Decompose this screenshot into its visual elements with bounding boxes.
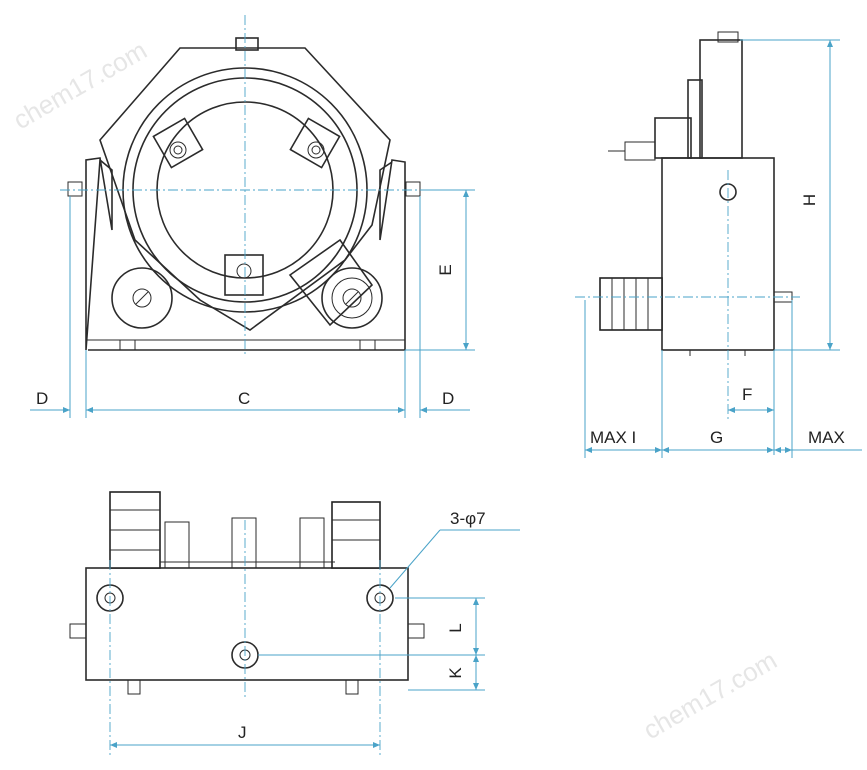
- leader-hole-callout: [389, 529, 441, 589]
- dim-label-max-right: MAX: [808, 428, 845, 447]
- side-bracket: [654, 117, 692, 159]
- front-clamp-bolt-left-inner: [173, 145, 183, 155]
- side-top-lug: [717, 31, 739, 43]
- dim-label-e: E: [436, 264, 455, 275]
- top-view: 3-φ7 J L K: [69, 491, 520, 755]
- front-left-bracket: [85, 157, 113, 351]
- front-pulley-left-slot: [135, 291, 149, 305]
- top-stud-right: [407, 623, 425, 639]
- side-mid-plate: [687, 79, 703, 159]
- dim-label-h: H: [800, 194, 819, 206]
- top-post-1: [164, 521, 190, 569]
- watermark-top-left: chem17.com: [8, 35, 152, 135]
- front-side-bolt-left: [67, 181, 83, 197]
- side-body: [661, 157, 775, 351]
- dim-label-k: K: [446, 667, 465, 679]
- side-fitting-stack: [599, 277, 663, 331]
- dim-label-d-left: D: [36, 389, 48, 408]
- dim-label-d-right: D: [442, 389, 454, 408]
- front-pulley-right-slot: [345, 291, 359, 305]
- front-pulley-left: [111, 267, 173, 329]
- hole-callout-label: 3-φ7: [450, 509, 486, 528]
- front-pulley-right-rim: [331, 277, 373, 319]
- front-clamp-block-left: [152, 117, 204, 169]
- front-pulley-left-hub: [132, 288, 152, 308]
- front-clamp-bolt-left: [169, 141, 187, 159]
- front-top-lug: [235, 37, 259, 51]
- dim-label-f: F: [742, 385, 752, 404]
- side-view: H F MAX I G MAX: [575, 31, 862, 458]
- side-upper-block: [699, 39, 743, 159]
- dim-label-g: G: [710, 428, 723, 447]
- top-stud-left: [69, 623, 87, 639]
- dim-label-l: L: [446, 623, 465, 632]
- front-pulley-right: [321, 267, 383, 329]
- top-foot-right: [345, 679, 359, 695]
- front-clamp-bolt-right-inner: [311, 145, 321, 155]
- watermark-bottom-right: chem17.com: [638, 645, 782, 745]
- top-foot-left: [127, 679, 141, 695]
- dim-label-max-left: MAX I: [590, 428, 636, 447]
- front-clamp-bolt-bottom: [236, 263, 252, 279]
- front-clamp-block-bottom: [224, 254, 264, 296]
- dim-label-c: C: [238, 389, 250, 408]
- top-post-3: [299, 517, 325, 569]
- dim-label-j: J: [238, 723, 247, 742]
- front-side-bolt-right: [405, 181, 421, 197]
- front-clamp-block-right: [289, 117, 341, 169]
- front-clamp-bolt-right: [307, 141, 325, 159]
- front-tension-arm: [288, 238, 374, 327]
- top-post-2: [231, 517, 257, 569]
- front-pulley-right-hub: [342, 288, 362, 308]
- top-fitting-right: [331, 501, 381, 569]
- front-view: D C D E: [30, 15, 475, 418]
- side-adjust-screw: [624, 141, 656, 161]
- top-body: [85, 567, 409, 681]
